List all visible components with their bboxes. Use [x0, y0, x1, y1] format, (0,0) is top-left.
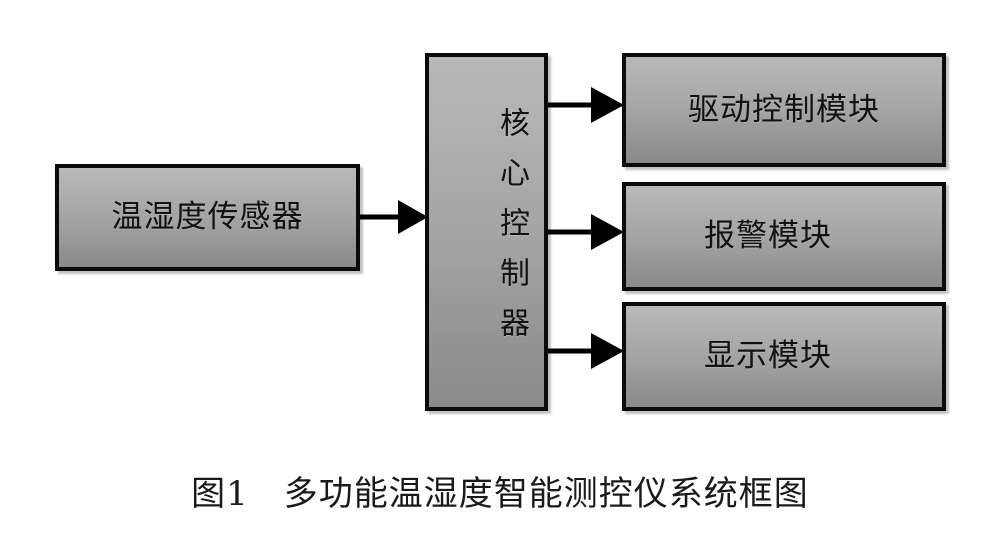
block-display-module: 显示模块 [622, 302, 946, 411]
arrow-controller-to-drive [548, 87, 624, 123]
block-drive-control-module: 驱动控制模块 [622, 53, 946, 167]
arrow-controller-to-alarm [548, 214, 624, 250]
block-label-drive: 驱动控制模块 [688, 91, 880, 128]
figure-caption: 图1 多功能温湿度智能测控仪系统框图 [191, 474, 809, 514]
block-alarm-module: 报警模块 [622, 182, 946, 291]
block-label-alarm: 报警模块 [704, 218, 832, 254]
block-temperature-humidity-sensor: 温湿度传感器 [55, 164, 360, 271]
block-core-controller: 核心控制器 [425, 53, 548, 411]
arrow-sensor-to-controller [360, 200, 428, 234]
block-label-controller: 核心控制器 [494, 107, 529, 357]
block-label-display: 显示模块 [704, 338, 832, 374]
block-label-sensor: 温湿度传感器 [111, 199, 304, 235]
arrow-controller-to-display [548, 333, 624, 369]
